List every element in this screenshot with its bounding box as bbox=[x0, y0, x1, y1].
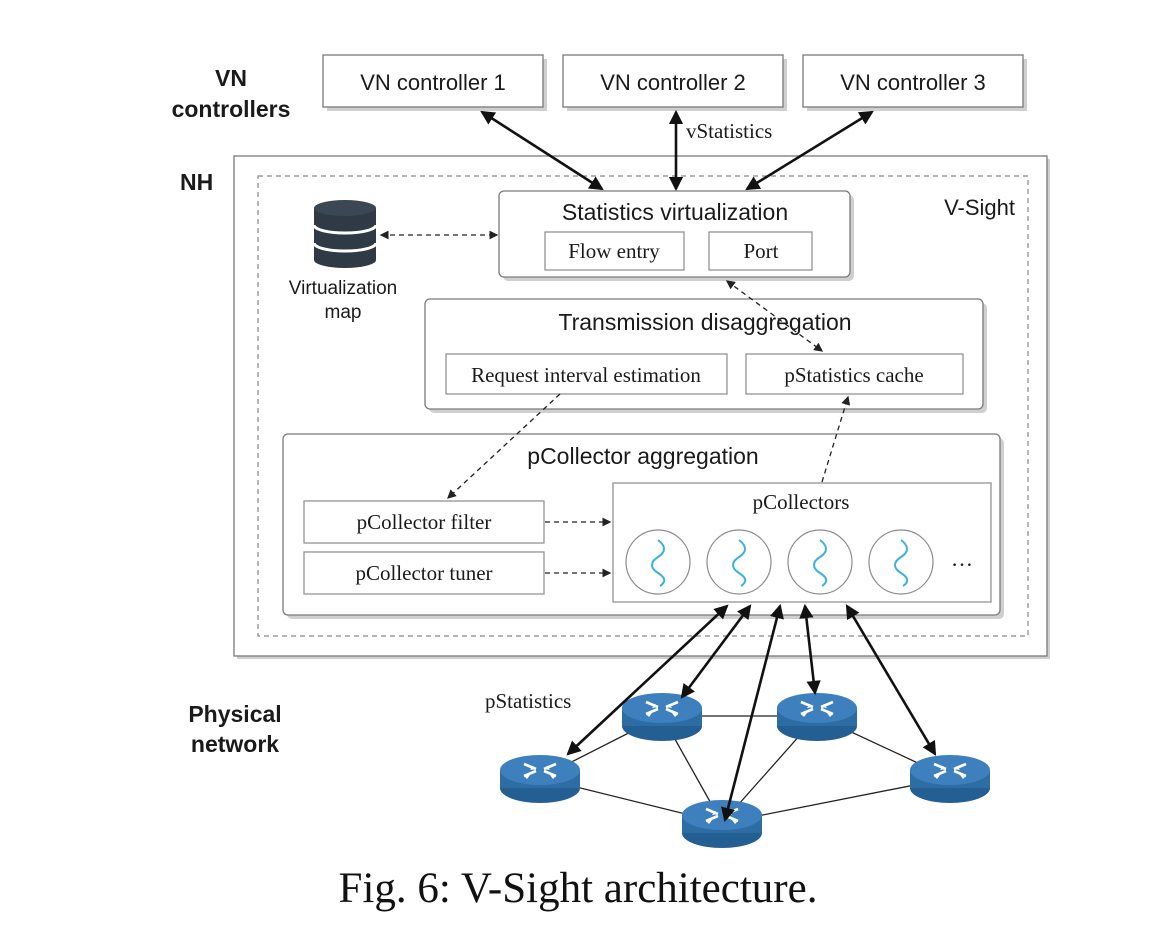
pstatistics-label: pStatistics bbox=[485, 689, 571, 713]
router-icon bbox=[908, 753, 992, 805]
request-interval-estimation-label: Request interval estimation bbox=[471, 363, 701, 387]
vn-controller-2-label: VN controller 2 bbox=[600, 70, 746, 95]
pcollector-tuner-label: pCollector tuner bbox=[355, 561, 492, 585]
arrow-controller3-statsvirt bbox=[745, 110, 874, 191]
transmission-disaggregation-title: Transmission disaggregation bbox=[558, 309, 851, 335]
pcollector-thread-icon bbox=[787, 529, 853, 595]
vn-controllers-label-line2: controllers bbox=[172, 96, 291, 122]
virtualization-map-label-line2: map bbox=[325, 302, 362, 323]
router-icon bbox=[680, 798, 764, 850]
pcollectors-ellipsis: … bbox=[951, 546, 973, 571]
virtualization-map-label-line1: Virtualization bbox=[289, 278, 397, 299]
port-box bbox=[708, 231, 813, 271]
router-icon bbox=[775, 691, 859, 743]
flow-entry-box bbox=[544, 231, 685, 271]
vn-controller-1-label: VN controller 1 bbox=[360, 70, 506, 95]
arrow-controller1-statsvirt bbox=[480, 110, 604, 191]
vn-controller-3-label: VN controller 3 bbox=[840, 70, 986, 95]
vn-controllers-label-line1: VN bbox=[215, 65, 247, 91]
statistics-virtualization-box: Statistics virtualization Flow entry Por… bbox=[498, 190, 854, 281]
physical-network-label-line2: network bbox=[191, 731, 279, 757]
flow-entry-label: Flow entry bbox=[568, 239, 660, 263]
pcollector-filter-label: pCollector filter bbox=[357, 510, 492, 534]
port-label: Port bbox=[743, 239, 778, 263]
nh-label: NH bbox=[180, 169, 213, 195]
database-icon bbox=[312, 200, 378, 268]
arrow-pcollectors-router-upperright bbox=[799, 603, 821, 696]
pcollector-thread-icon bbox=[706, 529, 772, 595]
pcollector-thread-icon bbox=[625, 529, 691, 595]
vn-controller-3: VN controller 3 bbox=[802, 54, 1027, 111]
arrow-pcollectors-router-bottom bbox=[721, 603, 784, 823]
physical-network-label-line1: Physical bbox=[188, 701, 281, 727]
vn-controller-2: VN controller 2 bbox=[562, 54, 787, 111]
figure-caption: Fig. 6: V-Sight architecture. bbox=[338, 865, 818, 912]
vn-controller-1: VN controller 1 bbox=[322, 54, 547, 111]
vstatistics-label: vStatistics bbox=[686, 119, 772, 143]
arrow-pcollectors-router-right bbox=[845, 604, 937, 756]
vsight-label: V-Sight bbox=[944, 195, 1015, 220]
router-icon bbox=[620, 691, 704, 743]
pstatistics-cache-label: pStatistics cache bbox=[784, 363, 923, 387]
router-icon bbox=[498, 753, 582, 805]
pcollector-aggregation-title: pCollector aggregation bbox=[527, 443, 758, 469]
pcollector-circles bbox=[625, 529, 934, 595]
arrow-statsvirt-cache bbox=[725, 280, 824, 352]
pcollectors-title: pCollectors bbox=[753, 490, 850, 514]
arrow-pcollectors-cache bbox=[821, 395, 851, 483]
pcollector-filter-box bbox=[303, 500, 545, 544]
pcollector-tuner-box bbox=[303, 551, 545, 595]
pcollector-thread-icon bbox=[868, 529, 934, 595]
request-interval-estimation-box bbox=[445, 353, 728, 395]
transmission-disaggregation-box: Transmission disaggregation Request inte… bbox=[424, 298, 987, 413]
pstatistics-cache-box bbox=[745, 353, 964, 395]
arrow-estimation-filter bbox=[446, 393, 561, 499]
statistics-virtualization-title: Statistics virtualization bbox=[562, 199, 788, 225]
